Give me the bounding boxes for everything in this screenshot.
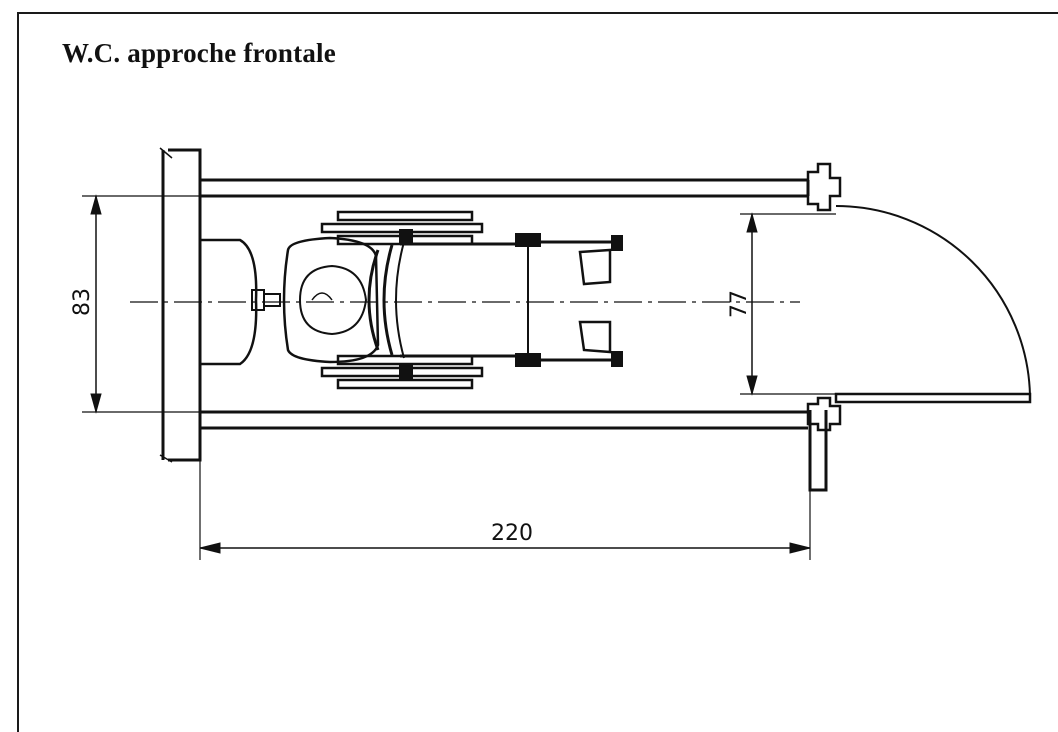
door: [834, 205, 1032, 404]
figure-frame: [17, 12, 1058, 732]
dimension-cabin-depth: [199, 460, 811, 560]
label-door-opening: 77: [727, 290, 752, 318]
bottom-wall: [200, 396, 842, 492]
dimension-cabin-width: [82, 194, 200, 414]
top-wall: [200, 162, 842, 212]
toilet: [198, 238, 281, 366]
figure-title: W.C. approche frontale: [62, 38, 336, 68]
label-cabin-depth: 220: [491, 521, 533, 546]
label-cabin-width: 83: [70, 288, 95, 316]
wheelchair: [282, 210, 623, 390]
dimension-door-opening: [740, 212, 836, 396]
wc-floor-plan: 83 77 220: [70, 147, 1032, 560]
back-wall: [159, 147, 202, 463]
